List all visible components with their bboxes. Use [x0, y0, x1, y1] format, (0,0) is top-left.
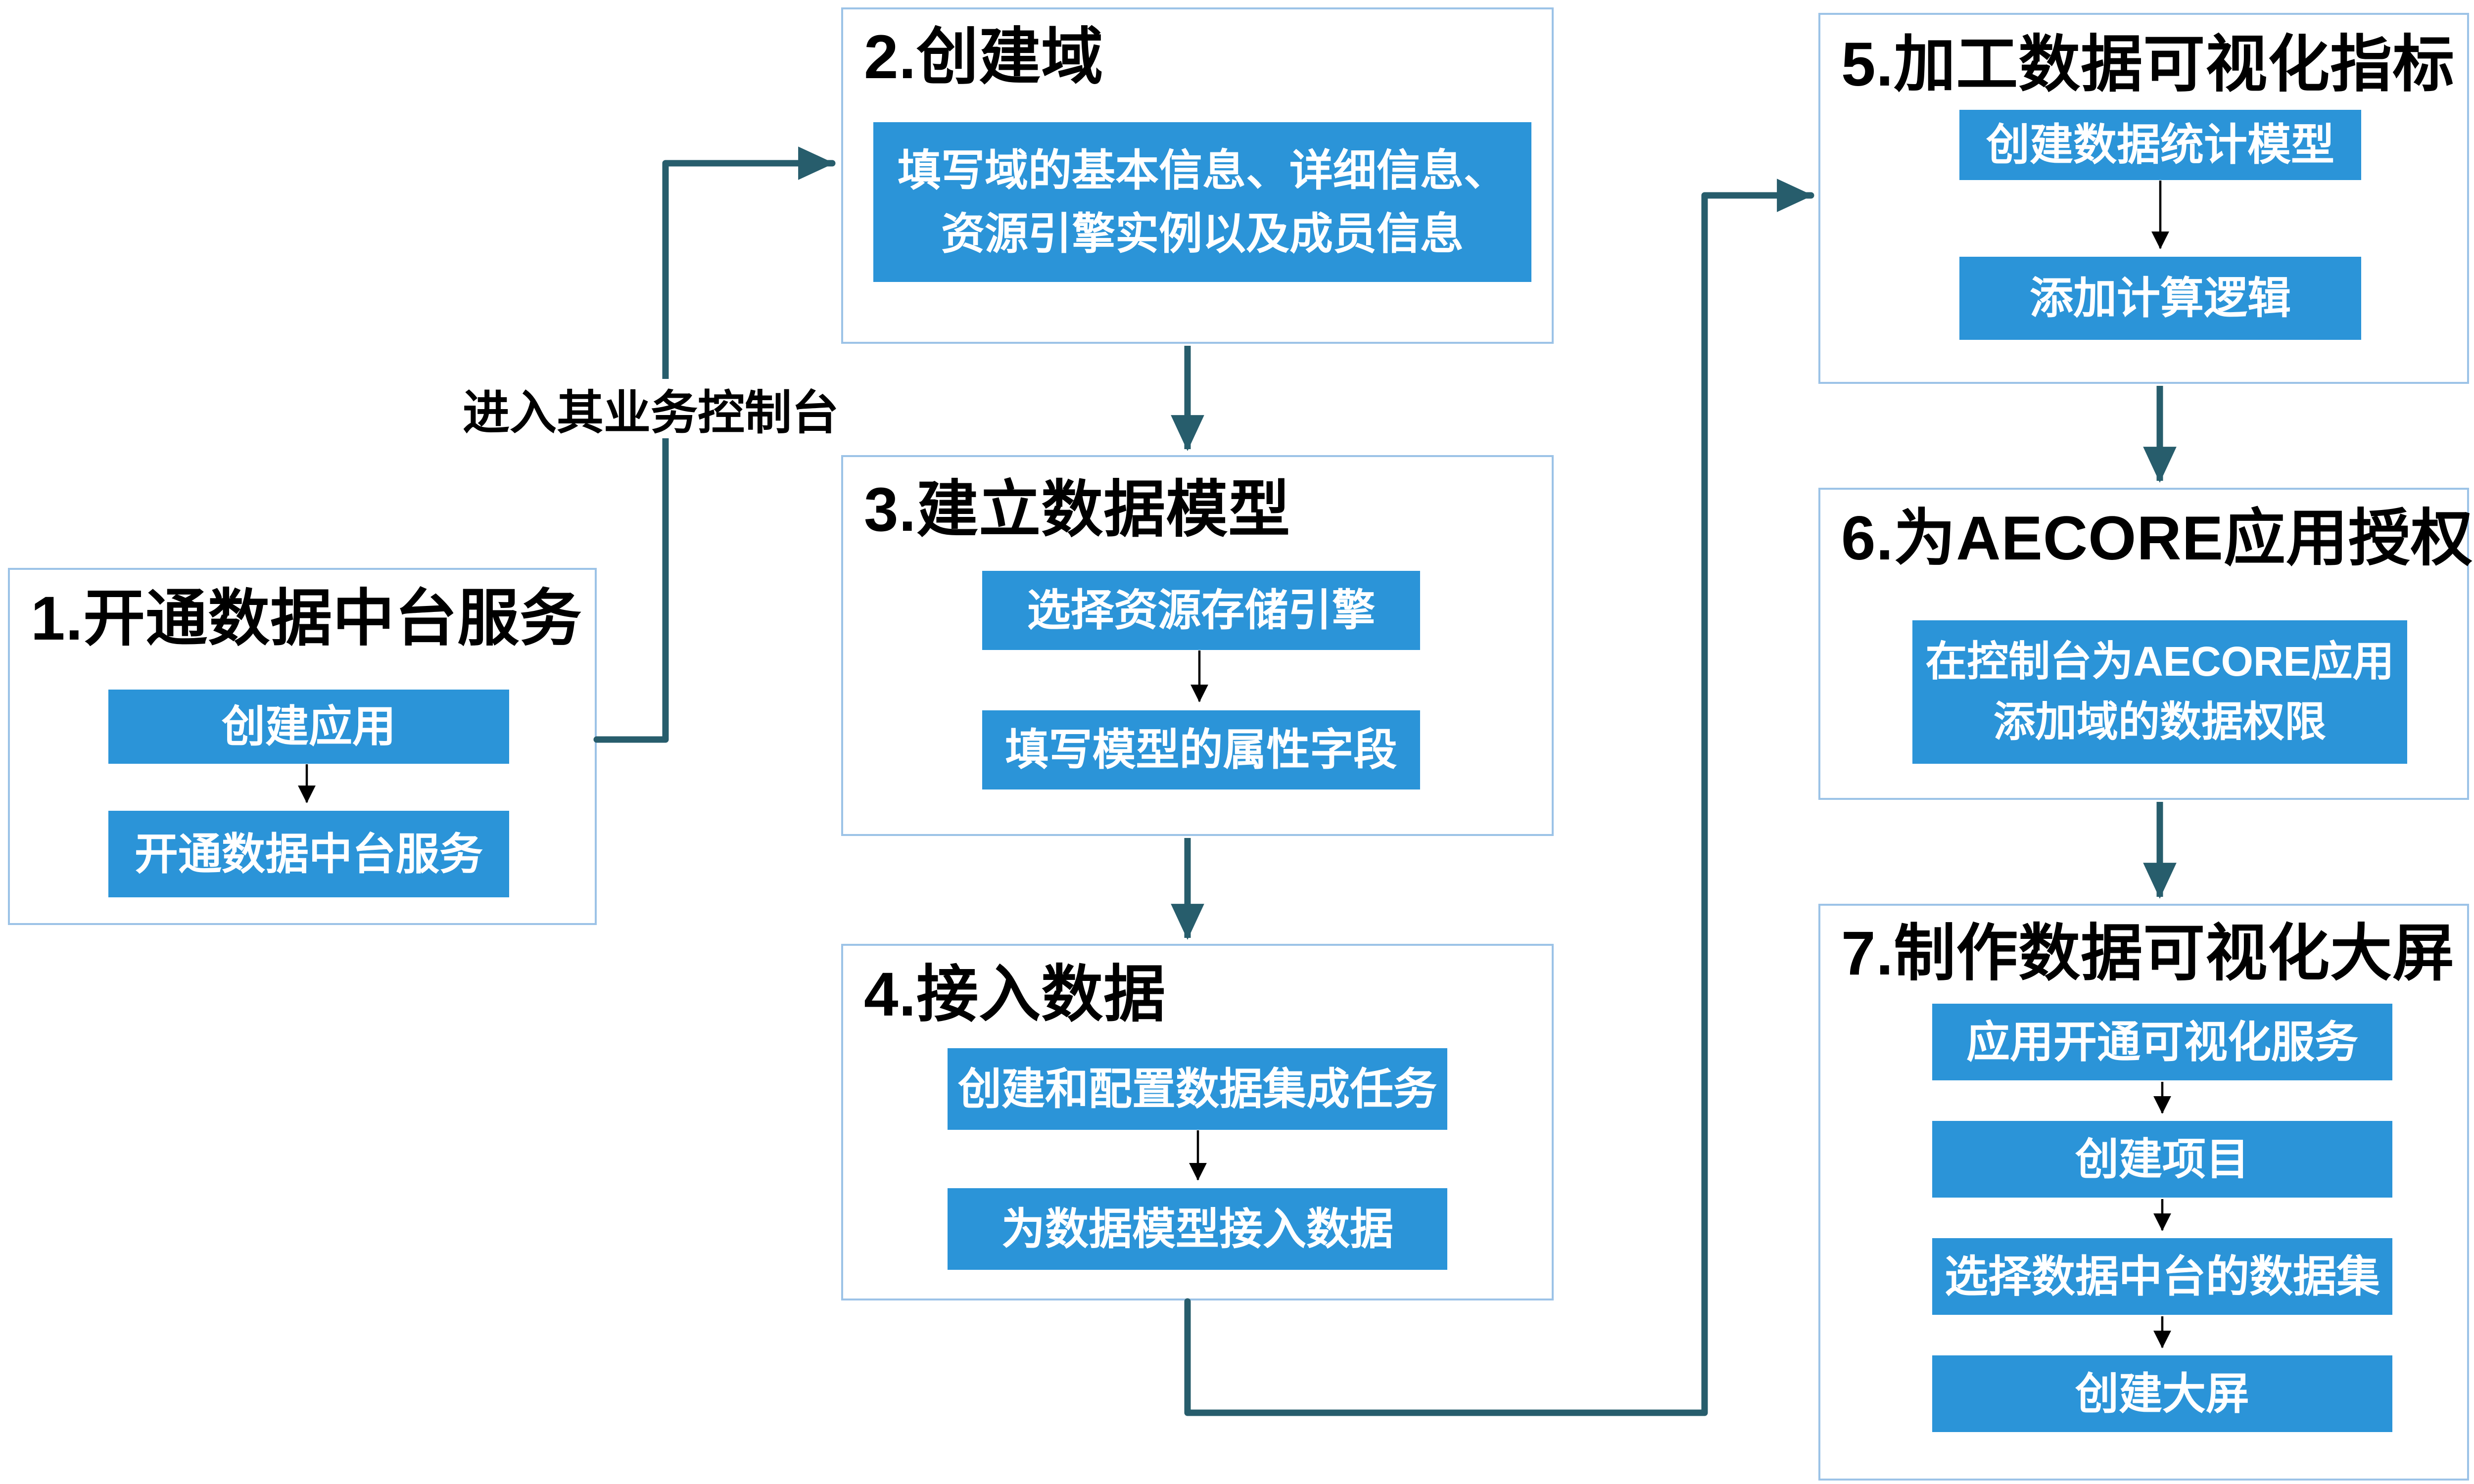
step4-action-ingest-data-for-model: 为数据模型接入数据	[948, 1188, 1447, 1270]
step7-action-create-project: 创建项目	[1932, 1121, 2392, 1198]
step4-action-create-integration-task: 创建和配置数据集成任务	[948, 1048, 1447, 1130]
step5-action-create-stat-model: 创建数据统计模型	[1959, 110, 2361, 180]
step6-title: 6.为AECORE应用授权	[1841, 504, 2474, 573]
step5-action-add-calc-logic: 添加计算逻辑	[1959, 257, 2361, 340]
step1-panel: 1.开通数据中台服务 创建应用 开通数据中台服务	[8, 568, 597, 925]
step2-action-line1: 填写域的基本信息、详细信息、	[897, 145, 1507, 195]
step2-panel: 2.创建域 填写域的基本信息、详细信息、 资源引擎实例以及成员信息	[841, 7, 1554, 344]
step3-title: 3.建立数据模型	[864, 475, 1291, 544]
step6-action-grant-domain-permission: 在控制台为AECORE应用 添加域的数据权限	[1912, 620, 2407, 764]
step4-title: 4.接入数据	[864, 960, 1166, 1029]
edge-label-enter-console: 进入其业务控制台	[460, 379, 841, 439]
step1-title: 1.开通数据中台服务	[31, 584, 582, 653]
step2-action-line2: 资源引擎实例以及成员信息	[941, 209, 1464, 258]
step3-action-fill-model-fields: 填写模型的属性字段	[982, 710, 1420, 789]
step6-panel: 6.为AECORE应用授权 在控制台为AECORE应用 添加域的数据权限	[1818, 488, 2473, 800]
step7-title: 7.制作数据可视化大屏	[1841, 919, 2455, 988]
step6-action-line2: 添加域的数据权限	[1993, 698, 2326, 745]
step7-action-select-dataset: 选择数据中台的数据集	[1932, 1238, 2392, 1315]
step2-title: 2.创建域	[864, 23, 1104, 92]
connector-step1-step2	[593, 146, 836, 743]
step1-action-create-app: 创建应用	[108, 690, 509, 764]
step2-action-fill-domain-info: 填写域的基本信息、详细信息、 资源引擎实例以及成员信息	[873, 122, 1531, 282]
step5-panel: 5.加工数据可视化指标 创建数据统计模型 添加计算逻辑	[1818, 13, 2469, 384]
step1-action-enable-data-middle-platform: 开通数据中台服务	[108, 811, 509, 897]
step7-action-enable-visualization-service: 应用开通可视化服务	[1932, 1004, 2392, 1080]
step7-action-create-screen: 创建大屏	[1932, 1355, 2392, 1432]
step7-panel: 7.制作数据可视化大屏 应用开通可视化服务 创建项目 选择数据中台的数据集 创建…	[1818, 904, 2469, 1481]
step5-title: 5.加工数据可视化指标	[1841, 30, 2455, 99]
step4-panel: 4.接入数据 创建和配置数据集成任务 为数据模型接入数据	[841, 944, 1554, 1300]
step3-panel: 3.建立数据模型 选择资源存储引擎 填写模型的属性字段	[841, 455, 1554, 836]
step6-action-line1: 在控制台为AECORE应用	[1925, 638, 2394, 685]
step3-action-select-storage-engine: 选择资源存储引擎	[982, 571, 1420, 650]
